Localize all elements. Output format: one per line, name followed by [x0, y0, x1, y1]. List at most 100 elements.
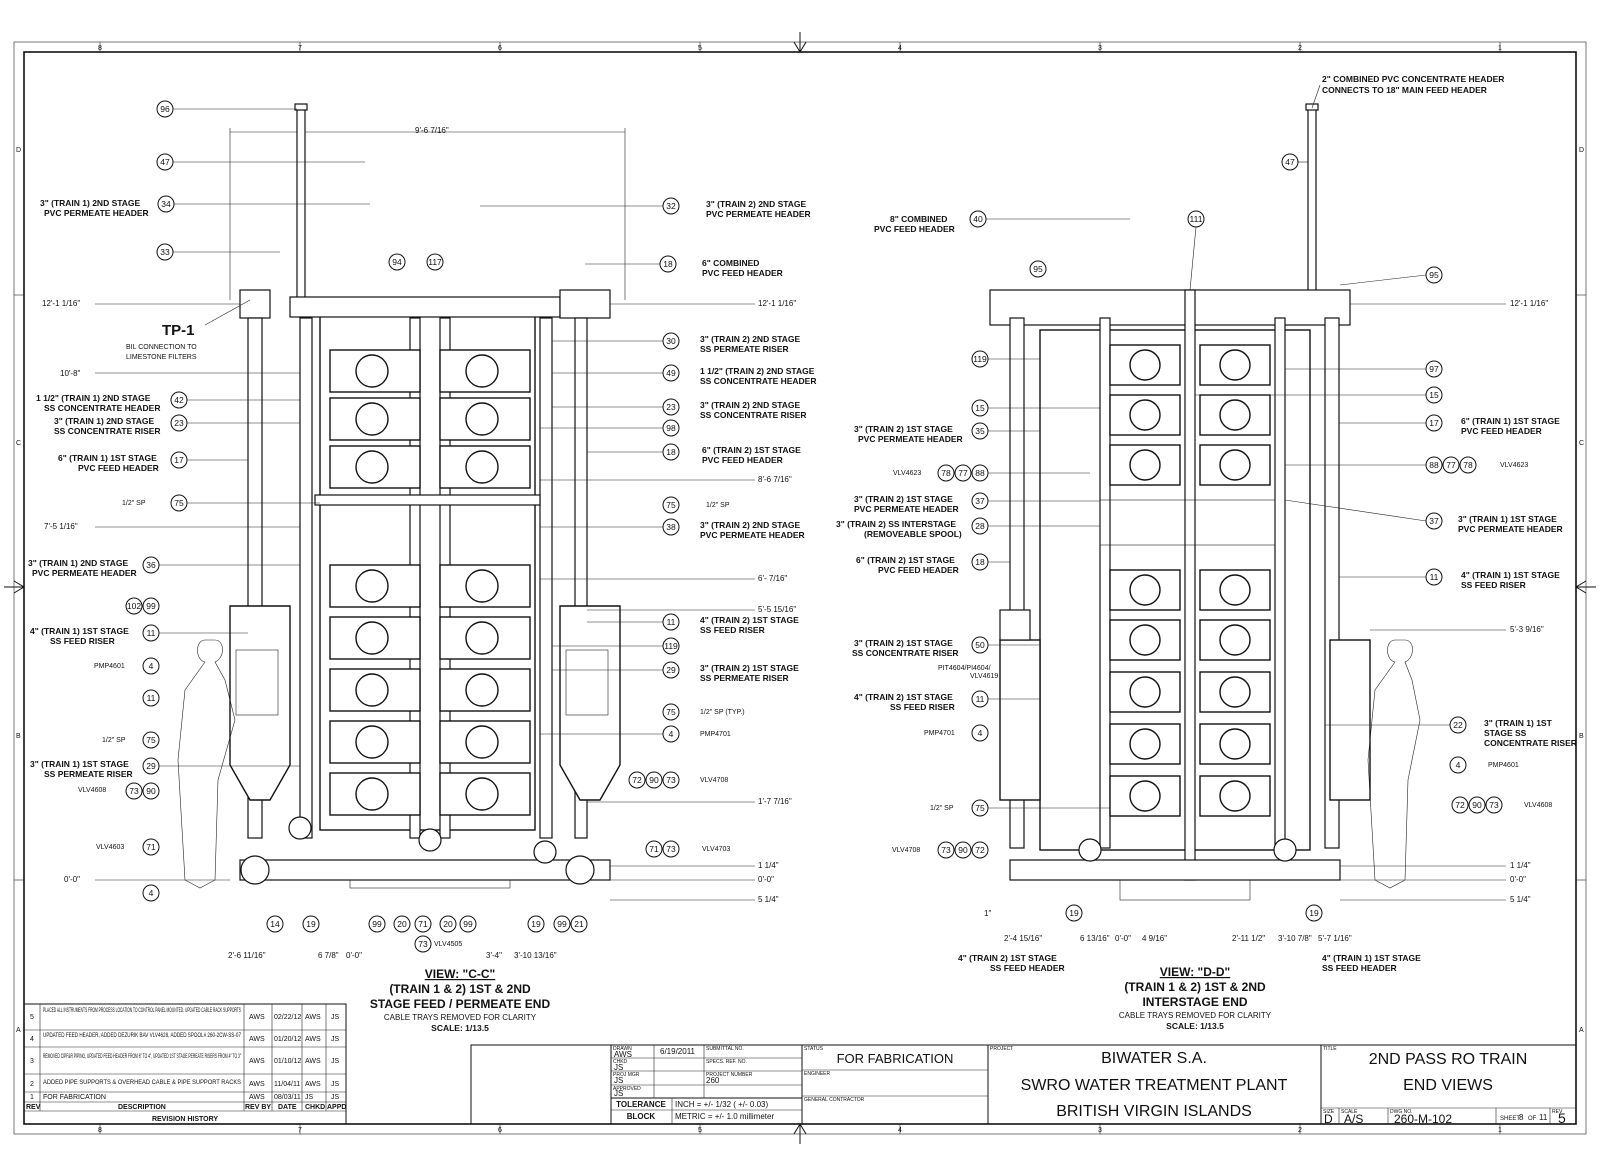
revision-history: 5 PLACED ALL INSTRUMENTS FROM PROCESS LO… [23, 1003, 347, 1125]
svg-text:REV: REV [26, 1104, 41, 1111]
svg-text:5'-3 9/16": 5'-3 9/16" [1510, 625, 1544, 634]
rev-row-5-num: 5 [30, 1014, 34, 1021]
svg-text:11: 11 [147, 628, 156, 638]
svg-text:94: 94 [392, 257, 402, 267]
svg-text:SPECS. REF. NO.: SPECS. REF. NO. [706, 1059, 747, 1065]
svg-text:2: 2 [1298, 1127, 1302, 1134]
svg-text:2" COMBINED PVC CONCENTRATE HE: 2" COMBINED PVC CONCENTRATE HEADER [1322, 74, 1504, 84]
svg-text:20: 20 [397, 919, 407, 929]
svg-text:STAGE SS: STAGE SS [1484, 728, 1527, 738]
svg-text:BLOCK: BLOCK [627, 1112, 656, 1121]
svg-text:3" (TRAIN 2) 2ND STAGE: 3" (TRAIN 2) 2ND STAGE [700, 400, 801, 410]
left-dimensions: 12'-1 1/16" 10'-8" 7'-5 1/16" 0'-0" [42, 299, 300, 884]
svg-text:INTERSTAGE END: INTERSTAGE END [1142, 995, 1247, 1009]
svg-text:5 1/4": 5 1/4" [1510, 895, 1531, 904]
svg-text:33: 33 [160, 247, 170, 257]
svg-text:PVC PERMEATE HEADER: PVC PERMEATE HEADER [706, 209, 811, 219]
svg-text:VLV4703: VLV4703 [702, 846, 730, 853]
svg-text:10'-8": 10'-8" [60, 369, 81, 378]
svg-text:17: 17 [1429, 418, 1439, 428]
svg-text:4" (TRAIN 1) 1ST STAGE: 4" (TRAIN 1) 1ST STAGE [1461, 570, 1560, 580]
svg-text:JS: JS [305, 1094, 314, 1101]
svg-text:3'-10 13/16": 3'-10 13/16" [514, 951, 557, 960]
svg-text:1 1/2" (TRAIN 2) 2ND STAGE: 1 1/2" (TRAIN 2) 2ND STAGE [700, 366, 815, 376]
svg-text:VLV4708: VLV4708 [700, 777, 728, 784]
svg-text:8: 8 [1519, 1113, 1524, 1122]
svg-text:117: 117 [428, 257, 442, 267]
svg-text:VIEW: "C-C": VIEW: "C-C" [425, 967, 496, 981]
dd-left-callouts: 8" COMBINED PVC FEED HEADER 40 3" (TRAIN… [836, 210, 1130, 712]
svg-text:19: 19 [1309, 908, 1319, 918]
svg-text:AWS: AWS [249, 1058, 265, 1065]
svg-text:(TRAIN 1 & 2) 1ST & 2ND: (TRAIN 1 & 2) 1ST & 2ND [389, 982, 531, 996]
svg-text:02/22/12: 02/22/12 [274, 1014, 301, 1021]
svg-text:75: 75 [975, 803, 985, 813]
svg-text:JS: JS [331, 1014, 340, 1021]
svg-text:4" (TRAIN 2) 1ST STAGE: 4" (TRAIN 2) 1ST STAGE [854, 692, 953, 702]
svg-text:1/2" SP: 1/2" SP [122, 500, 146, 507]
svg-text:71: 71 [146, 842, 156, 852]
svg-text:ADDED PIPE SUPPORTS & OVERHEAD: ADDED PIPE SUPPORTS & OVERHEAD CABLE & P… [43, 1080, 241, 1086]
svg-text:0'-0": 0'-0" [64, 875, 80, 884]
view-cc-title: VIEW: "C-C" (TRAIN 1 & 2) 1ST & 2ND STAG… [370, 967, 551, 1033]
svg-text:5'-5 15/16": 5'-5 15/16" [758, 605, 796, 614]
svg-text:SS CONCENTRATE HEADER: SS CONCENTRATE HEADER [44, 403, 161, 413]
svg-text:8: 8 [98, 45, 102, 52]
svg-text:AWS: AWS [305, 1014, 321, 1021]
svg-text:99: 99 [372, 919, 382, 929]
svg-text:72: 72 [975, 845, 985, 855]
svg-text:14: 14 [270, 919, 280, 929]
svg-text:35: 35 [975, 426, 985, 436]
svg-text:PROJ MGR: PROJ MGR [613, 1072, 640, 1078]
svg-text:11: 11 [1539, 1113, 1548, 1122]
svg-text:2'-4 15/16": 2'-4 15/16" [1004, 934, 1042, 943]
svg-text:AWS: AWS [614, 1050, 632, 1059]
svg-text:SHEET: SHEET [1500, 1116, 1520, 1122]
svg-text:4" (TRAIN 2) 1ST STAGE: 4" (TRAIN 2) 1ST STAGE [958, 953, 1057, 963]
plant-name: SWRO WATER TREATMENT PLANT [1021, 1077, 1288, 1094]
svg-text:1/2" SP: 1/2" SP [102, 737, 126, 744]
svg-text:6" (TRAIN 1) 1ST STAGE: 6" (TRAIN 1) 1ST STAGE [58, 453, 157, 463]
svg-text:102: 102 [127, 601, 141, 611]
svg-text:73: 73 [666, 844, 676, 854]
svg-text:SS FEED RISER: SS FEED RISER [890, 702, 955, 712]
svg-text:32: 32 [666, 201, 676, 211]
tp1-tag: TP-1 [162, 322, 195, 339]
svg-text:17: 17 [174, 455, 184, 465]
svg-text:AWS: AWS [305, 1036, 321, 1043]
svg-text:08/03/11: 08/03/11 [274, 1094, 301, 1101]
svg-text:71: 71 [649, 844, 659, 854]
svg-text:8" COMBINED: 8" COMBINED [890, 214, 947, 224]
svg-text:260: 260 [706, 1076, 720, 1085]
svg-text:75: 75 [146, 735, 156, 745]
svg-text:PMP4701: PMP4701 [924, 730, 955, 737]
svg-text:6" COMBINED: 6" COMBINED [702, 258, 759, 268]
svg-text:(TRAIN 1 & 2) 1ST & 2ND: (TRAIN 1 & 2) 1ST & 2ND [1124, 980, 1266, 994]
svg-text:11: 11 [976, 694, 985, 704]
svg-text:AWS: AWS [249, 1081, 265, 1088]
svg-text:75: 75 [174, 498, 184, 508]
svg-text:PVC PERMEATE HEADER: PVC PERMEATE HEADER [854, 504, 959, 514]
dd-right-callouts: 17 6" (TRAIN 1) 1ST STAGE PVC FEED HEADE… [1284, 414, 1577, 748]
svg-text:6: 6 [498, 45, 502, 52]
svg-text:19: 19 [306, 919, 316, 929]
svg-text:2: 2 [1298, 45, 1302, 52]
svg-text:PIT4604/PI4604/: PIT4604/PI4604/ [938, 665, 991, 672]
location-name: BRITISH VIRGIN ISLANDS [1056, 1103, 1252, 1120]
svg-text:90: 90 [1472, 800, 1482, 810]
svg-text:1/2" SP (TYP.): 1/2" SP (TYP.) [700, 709, 745, 716]
svg-text:3" (TRAIN 2) 2ND STAGE: 3" (TRAIN 2) 2ND STAGE [700, 334, 801, 344]
revision-number: 5 [1558, 1110, 1566, 1126]
svg-text:3: 3 [1098, 1127, 1102, 1134]
dd-right-bubbles: 47 111 95 97 15 4 PMP4601 88 77 78 VLV46… [1187, 153, 1552, 814]
svg-text:1: 1 [1498, 45, 1502, 52]
svg-text:50: 50 [975, 640, 985, 650]
svg-text:73: 73 [941, 845, 951, 855]
svg-text:JS: JS [614, 1063, 623, 1072]
rev-row-5-desc: PLACED ALL INSTRUMENTS FROM PROCESS LOCA… [43, 1008, 241, 1014]
svg-text:SCALE: SCALE [1341, 1109, 1358, 1115]
svg-text:OF: OF [1528, 1116, 1537, 1122]
svg-text:4" (TRAIN 1) 1ST STAGE: 4" (TRAIN 1) 1ST STAGE [30, 626, 129, 636]
svg-text:3" (TRAIN 2) 2ND STAGE: 3" (TRAIN 2) 2ND STAGE [706, 199, 807, 209]
svg-text:15: 15 [1429, 390, 1439, 400]
